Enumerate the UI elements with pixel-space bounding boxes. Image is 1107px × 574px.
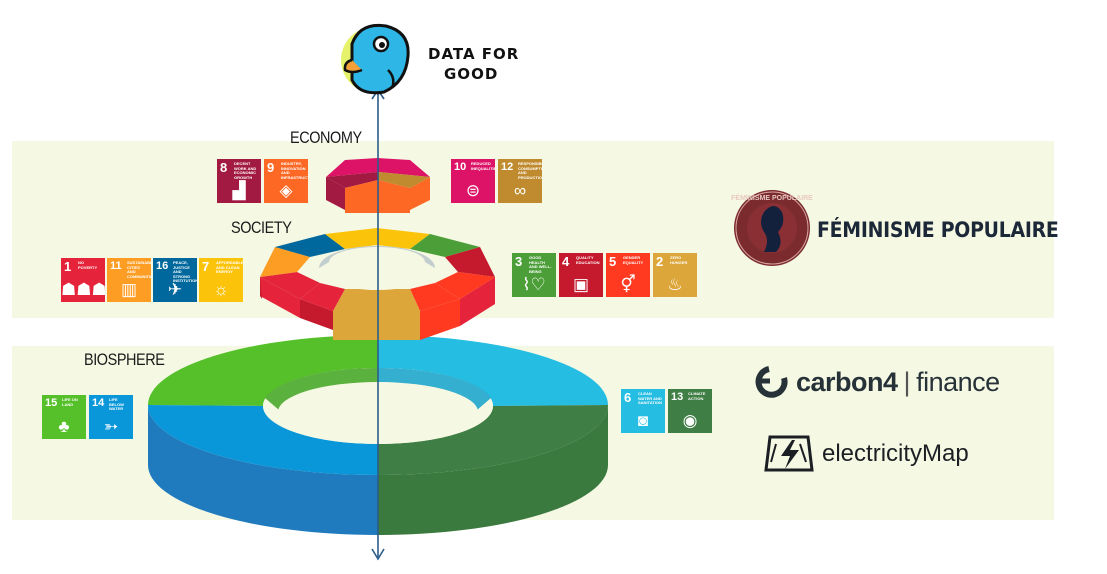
biosphere-top-water-life [148,405,378,475]
society-label: SOCIETY [231,218,292,237]
sdg-tile-title: REDUCED INEQUALITIES [471,161,495,171]
sdg-tile-title: AFFORDABLE AND CLEAN ENERGY [216,260,243,275]
sdg-tile-number: 12 [501,161,514,173]
biosphere-label: BIOSPHERE [84,350,165,369]
gender-icon: ⚥ [620,275,636,294]
svg-text:FÉMINISME POPULAIRE: FÉMINISME POPULAIRE [731,193,813,202]
sdg-tile-8: 8 DECENT WORK AND ECONOMIC GROWTH▟ [217,159,261,203]
biosphere-ring [148,335,608,535]
sun-icon: ☼ [213,280,229,299]
sdg-tile-11: 11 SUSTAINABLE CITIES AND COMMUNITIES▥ [107,258,151,302]
feminisme-populaire-seal: FÉMINISME POPULAIRE [731,190,813,266]
sdg-tile-number: 11 [110,260,122,272]
biosphere-wall-right [378,405,608,535]
sdg-tile-number: 6 [624,390,632,405]
sdg-tile-number: 4 [562,254,570,269]
heartbeat-icon: ⌇♡ [522,275,546,294]
sdg-tile-title: DECENT WORK AND ECONOMIC GROWTH [234,161,257,180]
sdg-tile-15: 15 LIFE ON LAND ♣ [42,395,86,439]
sdg-tile-title: CLEAN WATER AND SANITATION [638,391,662,406]
sdg-tile-5: 5 GENDER EQUALITY ⚥ [606,253,650,297]
carbon4-brand: carbon4 [796,367,898,397]
water-icon: ◙ [637,411,649,430]
sdg-tile-title: NO POVERTY [78,260,98,270]
sdg-tile-title: GOOD HEALTH AND WELL-BEING [529,255,552,274]
sdg-tile-title: GENDER EQUALITY [623,255,644,265]
electricitymap-wordmark: electricityMap [822,440,969,467]
sdg-tile-title: CLIMATE ACTION [688,391,706,401]
sdg-tile-title: RESPONSIBLE CONSUMPTION AND PRODUCTION [518,161,542,180]
data-for-good-wordmark: DATA FOR GOOD [428,44,519,84]
sdg-tile-number: 2 [656,254,664,269]
feminisme-populaire-wordmark: FÉMINISME POPULAIRE [817,218,1059,242]
carbon4-product: finance [916,367,1000,397]
data-for-good-line2: GOOD [444,65,499,83]
carbon4-separator: | [903,367,911,397]
family-icon: ☗☗☗ [61,280,105,299]
biosphere-top-climate [378,405,608,475]
bowl-icon: ♨ [667,275,683,294]
sdg-tile-title: LIFE ON LAND [62,397,78,407]
sdg-tile-1: 1 NO POVERTY ☗☗☗ [61,258,105,302]
sdg-tile-number: 9 [267,160,275,175]
data-for-good-line1: DATA FOR [428,45,520,63]
sdg-tile-number: 5 [609,254,617,269]
sdg-tile-2: 2 ZERO HUNGER ♨ [653,253,697,297]
eye-globe-icon: ◉ [682,411,698,430]
sdg-tile-number: 10 [454,161,467,173]
sdg-tile-number: 13 [671,391,684,403]
economy-label: ECONOMY [290,128,362,147]
carbon4-logo-mark [755,366,788,398]
biosphere-top-land [148,335,378,406]
sdg-tile-3: 3 GOOD HEALTH AND WELL-BEING⌇♡ [512,253,556,297]
book-icon: ▣ [572,275,590,294]
city-icon: ▥ [120,280,138,299]
sdg-tile-number: 8 [220,160,228,175]
sdg-tile-13: 13 CLIMATE ACTION ◉ [668,389,712,433]
sdg-tile-number: 3 [515,254,523,269]
society-ring [260,228,495,340]
tree-icon: ♣ [58,417,70,436]
sdg-tile-title: ZERO HUNGER [670,255,688,265]
sdg-tile-4: 4 QUALITY EDUCATION ▣ [559,253,603,297]
sdg-tile-number: 14 [92,397,105,409]
sdg-tile-title: LIFE BELOW WATER [109,397,124,412]
biosphere-top-water-clean [378,335,608,406]
sdg-tile-number: 15 [45,397,58,409]
sdg-tile-title: SUSTAINABLE CITIES AND COMMUNITIES [127,260,151,279]
sdg-tile-6: 6 CLEAN WATER AND SANITATION ◙ [621,389,665,433]
fish-icon: ➳ [103,417,119,436]
sdg-tile-title: INDUSTRY, INNOVATION AND INFRASTRUCTURE [281,161,308,180]
dove-icon: ✈ [167,280,183,299]
economy-disc [326,158,430,213]
infinity-icon: ∞ [513,181,527,200]
sdg-tile-title: PEACE, JUSTICE AND STRONG INSTITUTIONS [173,260,197,284]
sdg-tile-number: 7 [202,259,210,274]
sdg-tile-number: 16 [156,260,169,272]
sdg-tile-16: 16 PEACE, JUSTICE AND STRONG INSTITUTIONS… [153,258,197,302]
sdg-tile-7: 7 AFFORDABLE AND CLEAN ENERGY ☼ [199,258,243,302]
carbon4-finance-wordmark: carbon4|finance [796,367,1000,398]
data-for-good-logo [341,23,410,95]
biosphere-wall-left [148,405,378,535]
sdg-tile-9: 9 INDUSTRY, INNOVATION AND INFRASTRUCTURE… [264,159,308,203]
sdg-tile-12: 12 RESPONSIBLE CONSUMPTION AND PRODUCTION… [498,159,542,203]
electricitymap-logo-mark [764,435,814,472]
sdg-tile-title: QUALITY EDUCATION [576,255,600,265]
equal-icon: ⊜ [465,181,481,200]
cubes-icon: ◈ [279,181,293,200]
sdg-tile-number: 1 [64,259,72,274]
chart-up-icon: ▟ [232,181,246,200]
sdg-tile-14: 14 LIFE BELOW WATER ➳ [89,395,133,439]
sdg-tile-10: 10 REDUCED INEQUALITIES ⊜ [451,159,495,203]
